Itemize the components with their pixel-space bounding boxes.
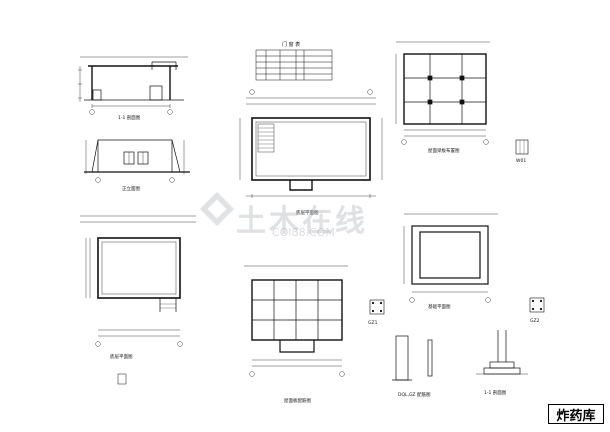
watermark-subtext: COI88.COM — [272, 226, 335, 239]
foundation-section-detail — [476, 330, 528, 375]
w01-detail — [515, 139, 529, 155]
dql-gz-detail — [392, 335, 433, 381]
roof-beam-plan-caption: 屋面梁板布置图 — [428, 147, 460, 154]
gz1-detail — [369, 299, 385, 315]
foundation-section-caption: 1-1 剖面图 — [484, 389, 507, 396]
roof-slab-plan-caption: 屋面板配筋图 — [284, 397, 311, 404]
door-window-table — [255, 49, 333, 81]
section-1-1-drawing — [78, 56, 188, 115]
foundation-plan-drawing — [403, 213, 498, 303]
wall-plan-drawing — [80, 215, 196, 385]
wall-plan-caption: 底层平面图 — [110, 353, 133, 360]
gz1-caption: GZ1 — [368, 320, 378, 326]
drawing-title: 炸药库 — [548, 404, 604, 424]
foundation-plan-caption: 基础平面图 — [428, 303, 451, 310]
roof-slab-plan-drawing — [244, 265, 348, 377]
section-1-1-caption: 1-1 剖面图 — [118, 114, 141, 121]
watermark-logo-icon — [199, 191, 235, 227]
watermark-text: 土木在线 — [236, 204, 368, 239]
w01-caption: W01 — [516, 158, 526, 164]
front-elevation-drawing — [84, 139, 190, 183]
floor-plan-drawing — [239, 89, 383, 198]
dql-gz-caption: DQL,GZ 配筋图 — [398, 391, 431, 398]
gz2-caption: GZ2 — [530, 318, 540, 324]
gz2-detail — [529, 297, 545, 313]
front-elevation-caption: 正立面图 — [122, 185, 140, 192]
floor-plan-caption: 底层平面图 — [296, 209, 319, 216]
roof-beam-plan-drawing — [395, 41, 490, 145]
door-window-table-title: 门 窗 表 — [282, 41, 300, 48]
